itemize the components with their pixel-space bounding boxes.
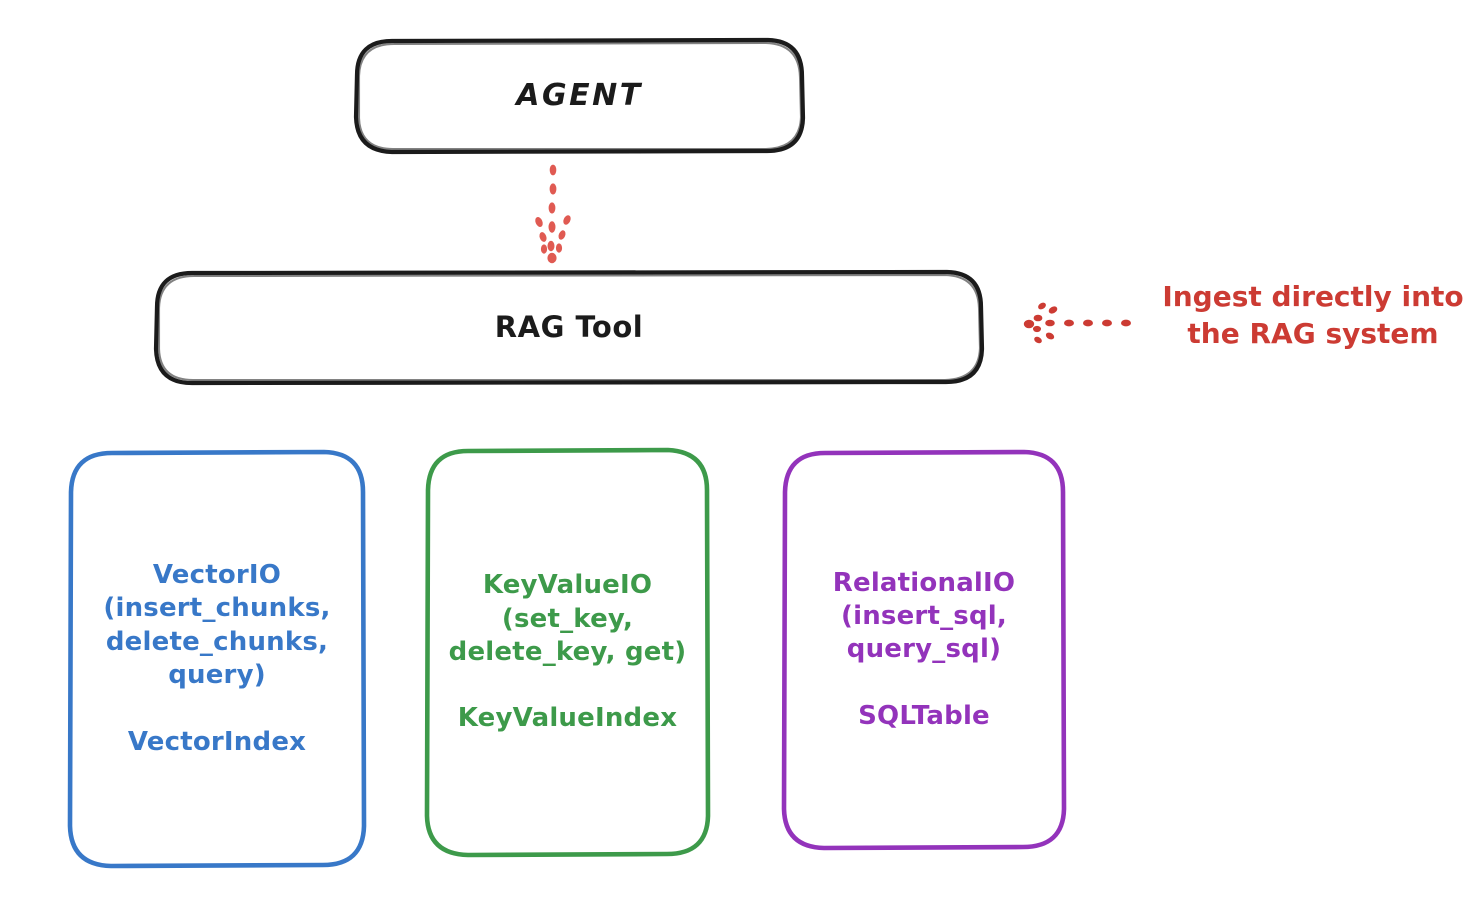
agent-to-rag-tool-arrow xyxy=(535,164,571,264)
vector-io-box-shape[interactable] xyxy=(67,449,367,869)
annotation-to-rag-tool-arrow xyxy=(1023,302,1131,344)
rag-tool-box-shape[interactable] xyxy=(153,269,985,386)
relational-io-box-shape[interactable] xyxy=(781,449,1067,851)
agent-box-shape[interactable] xyxy=(353,37,806,155)
key-value-io-box-shape[interactable] xyxy=(424,447,711,858)
